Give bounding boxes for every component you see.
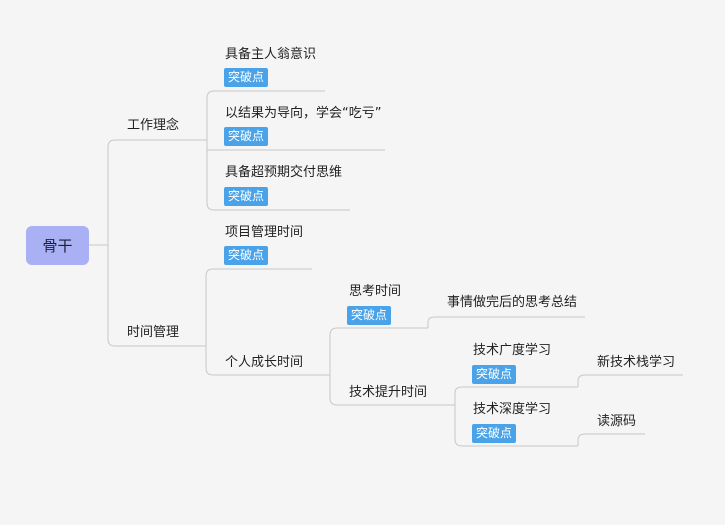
- node-thinking-time[interactable]: 思考时间: [349, 284, 402, 299]
- breakthrough-tag[interactable]: 突破点: [224, 246, 269, 265]
- node-new-tech-stack[interactable]: 新技术栈学习: [597, 355, 676, 370]
- node-owner-awareness[interactable]: 具备主人翁意识: [225, 47, 317, 62]
- root-node[interactable]: 骨干: [26, 226, 89, 265]
- node-tech-depth[interactable]: 技术深度学习: [473, 402, 552, 417]
- breakthrough-tag[interactable]: 突破点: [224, 187, 269, 206]
- node-reflection-summary[interactable]: 事情做完后的思考总结: [447, 295, 578, 310]
- node-project-time[interactable]: 项目管理时间: [225, 225, 304, 240]
- node-personal-growth[interactable]: 个人成长时间: [225, 355, 304, 370]
- breakthrough-tag[interactable]: 突破点: [224, 68, 269, 87]
- breakthrough-tag[interactable]: 突破点: [472, 424, 517, 443]
- node-read-source-code[interactable]: 读源码: [597, 414, 637, 429]
- node-exceed-expectations[interactable]: 具备超预期交付思维: [225, 165, 343, 180]
- node-tech-improvement[interactable]: 技术提升时间: [349, 385, 428, 400]
- node-time-management[interactable]: 时间管理: [127, 325, 180, 340]
- breakthrough-tag[interactable]: 突破点: [224, 127, 269, 146]
- node-result-oriented[interactable]: 以结果为导向，学会“吃亏”: [225, 106, 382, 121]
- breakthrough-tag[interactable]: 突破点: [472, 365, 517, 384]
- node-work-concept[interactable]: 工作理念: [127, 118, 180, 133]
- breakthrough-tag[interactable]: 突破点: [347, 306, 392, 325]
- node-tech-breadth[interactable]: 技术广度学习: [473, 343, 552, 358]
